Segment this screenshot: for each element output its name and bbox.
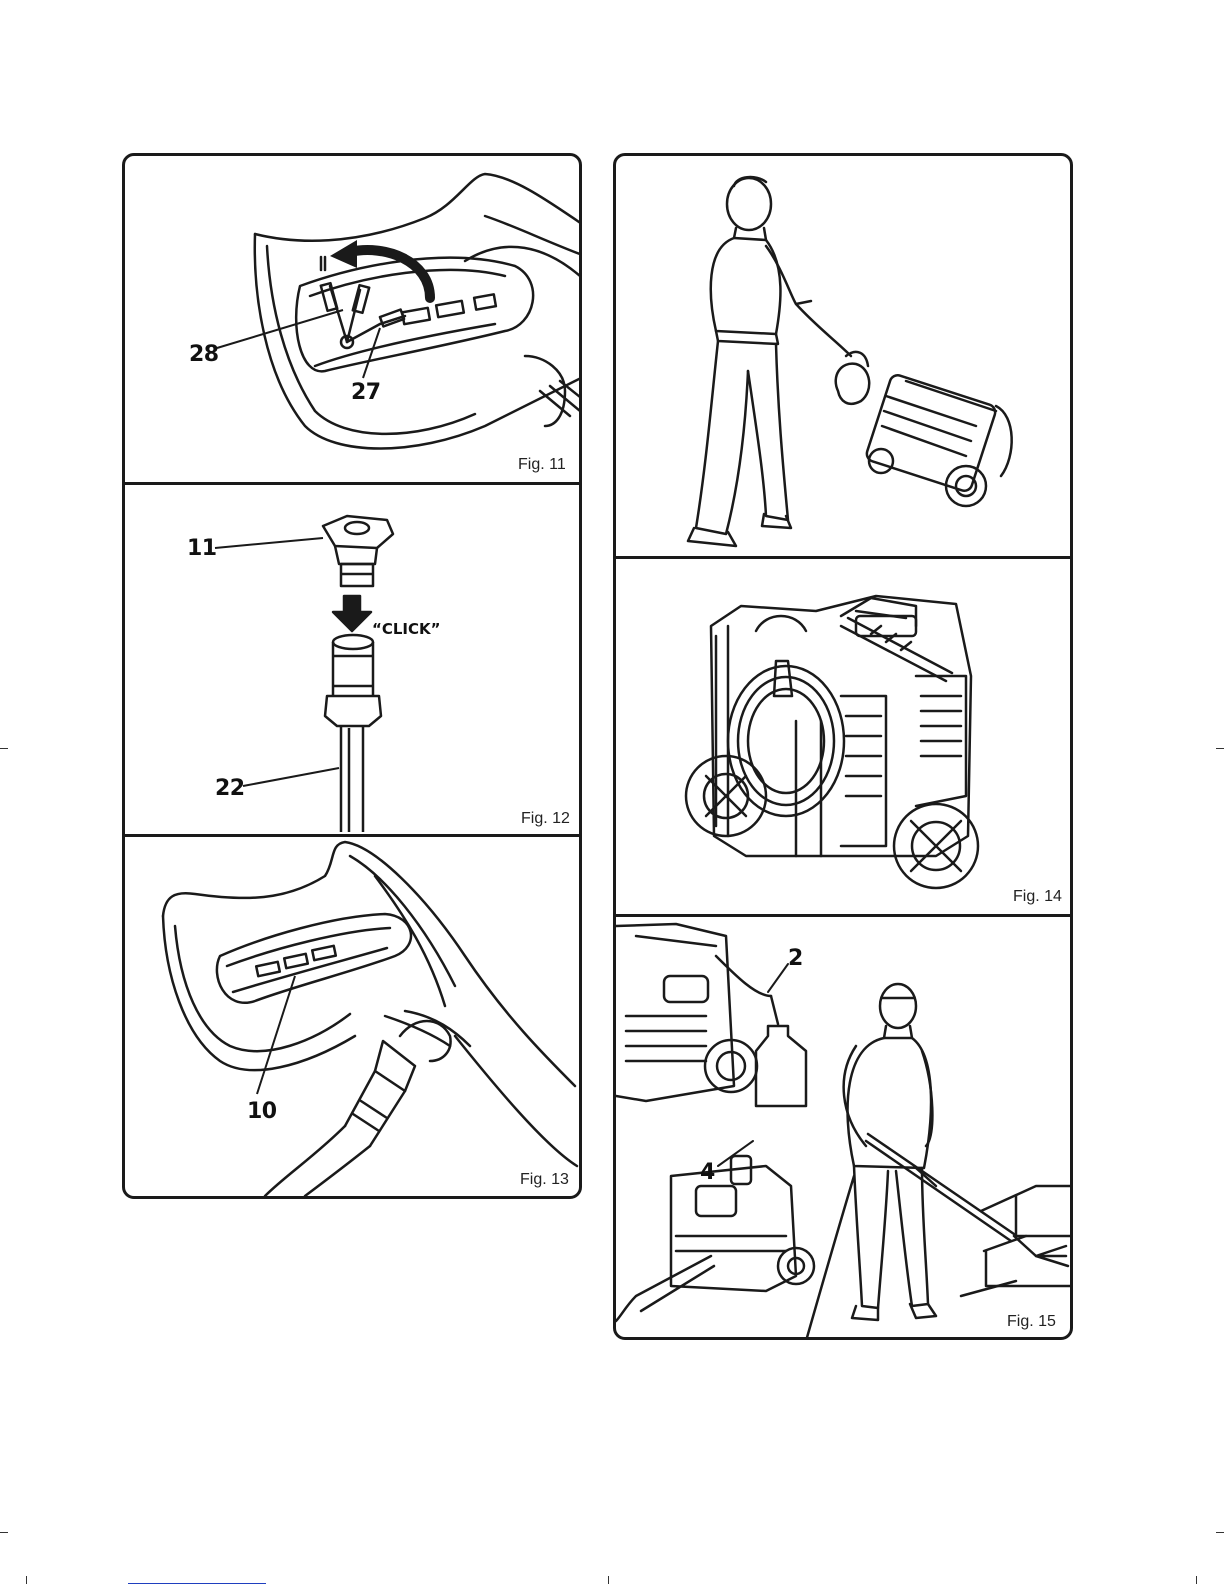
crop-mark-bottom-right <box>1216 1532 1224 1533</box>
crop-mark-right <box>1216 748 1224 749</box>
callout-2: 2 <box>788 946 803 971</box>
fig15-detergent-cleaning-illustration <box>616 156 1073 1340</box>
crop-mark-bottom-left <box>0 1532 8 1533</box>
fig13-trigger-gun-illustration <box>125 156 582 1199</box>
crop-mark-bottom-a <box>26 1576 27 1584</box>
left-figure-panel: 28 27 Fig. 11 11 “CLICK” 22 <box>122 153 582 1199</box>
callout-10: 10 <box>247 1099 277 1124</box>
fig15-label: Fig. 15 <box>1007 1313 1056 1331</box>
crop-mark-left <box>0 748 8 749</box>
fig13-label: Fig. 13 <box>520 1171 569 1189</box>
callout-4: 4 <box>700 1160 715 1185</box>
crop-mark-bottom-c <box>1196 1576 1197 1584</box>
crop-mark-bottom-b <box>608 1576 609 1584</box>
right-figure-panel: Fig. 14 <box>613 153 1073 1340</box>
